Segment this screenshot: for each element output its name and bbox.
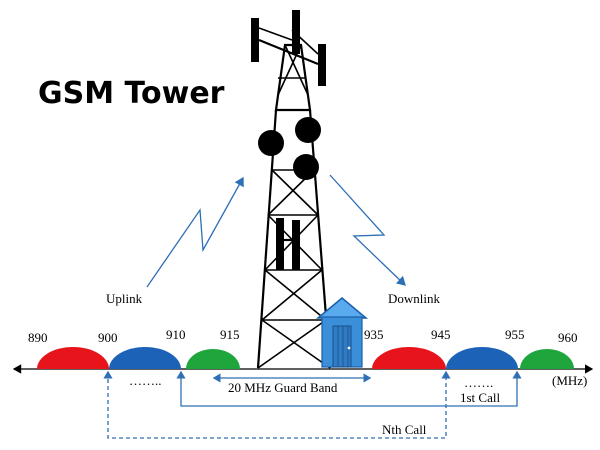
first-call-label: 1st Call xyxy=(460,390,500,405)
freq-900: 900 xyxy=(98,330,118,345)
freq-935: 935 xyxy=(364,327,384,342)
freq-890: 890 xyxy=(28,330,48,345)
uplink-label: Uplink xyxy=(106,291,143,306)
equipment-hut-icon xyxy=(315,297,369,368)
nth-call-bracket xyxy=(103,370,451,439)
tower-illustration xyxy=(251,10,332,369)
freq-960: 960 xyxy=(558,330,578,345)
guard-band-label: 20 MHz Guard Band xyxy=(228,380,338,395)
first-call-bracket xyxy=(176,370,522,407)
nth-call-label: Nth Call xyxy=(382,422,427,437)
uplink-arrow xyxy=(146,176,244,288)
dots-left: …….. xyxy=(129,373,162,388)
downlink-label: Downlink xyxy=(388,291,441,306)
dots-right: ……. xyxy=(464,375,493,390)
page-title: GSM Tower xyxy=(38,76,225,111)
channel-red-right xyxy=(372,347,446,369)
channel-green-left xyxy=(186,349,240,369)
channel-green-right xyxy=(520,349,574,369)
channel-blue-left xyxy=(109,347,181,369)
freq-945: 945 xyxy=(431,327,451,342)
channel-blue-right xyxy=(446,347,518,369)
freq-955: 955 xyxy=(505,327,525,342)
channel-red-left xyxy=(37,347,109,369)
unit-label: (MHz) xyxy=(552,373,587,388)
freq-915: 915 xyxy=(220,327,240,342)
downlink-arrow xyxy=(329,174,406,286)
channel-humps xyxy=(37,347,574,369)
freq-910: 910 xyxy=(166,327,186,342)
